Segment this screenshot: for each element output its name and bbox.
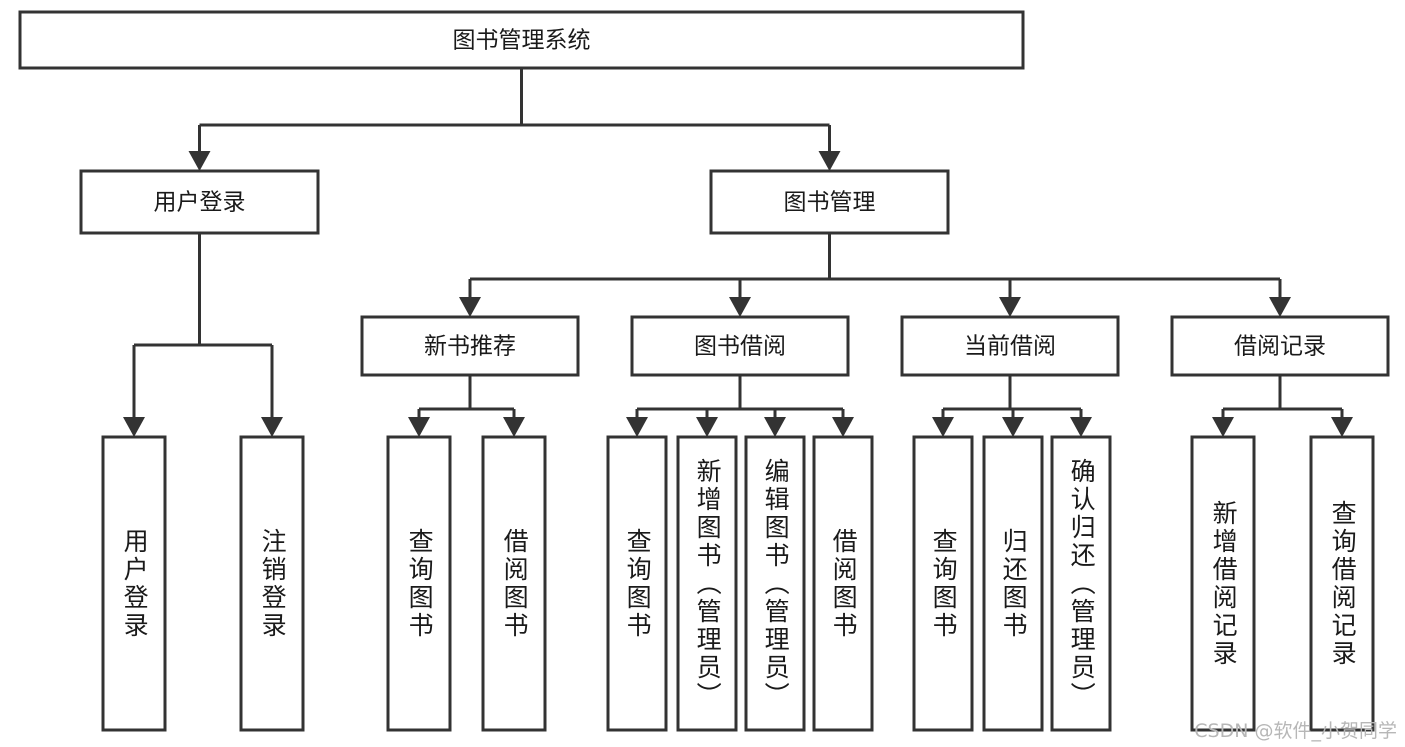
node-user-login[interactable]: 用户登录 [79,169,320,235]
leaf-leaf-borrow-book-2-rect [812,435,874,732]
node-book-manage[interactable]: 图书管理 [709,169,950,235]
edge-arrowhead [459,297,481,317]
leaf-leaf-logout[interactable] [239,435,305,732]
node-current-borrow-rect [900,315,1120,377]
node-borrow-record-rect [1170,315,1390,377]
node-book-borrow-rect [630,315,850,377]
leaf-leaf-logout-rect [239,435,305,732]
node-new-book-recommend[interactable]: 新书推荐 [360,315,580,377]
edge-arrowhead [261,417,283,437]
node-borrow-record[interactable]: 借阅记录 [1170,315,1390,377]
node-user-login-rect [79,169,320,235]
node-current-borrow[interactable]: 当前借阅 [900,315,1120,377]
node-current-borrow-label: 当前借阅 [964,334,1056,360]
edge-arrowhead [1331,417,1353,437]
leaf-leaf-add-borrow-record-rect [1190,435,1256,732]
edge-arrowhead [696,417,718,437]
leaf-leaf-query-book-3-rect [912,435,974,732]
edge-arrowhead [408,417,430,437]
node-book-manage-rect [709,169,950,235]
node-root[interactable]: 图书管理系统 [18,10,1025,70]
edge-arrowhead [729,297,751,317]
node-root-rect [18,10,1025,70]
node-new-book-recommend-rect [360,315,580,377]
leaf-leaf-query-borrow-record-rect [1309,435,1375,732]
leaf-leaf-query-book-1[interactable] [386,435,452,732]
edge-arrowhead [626,417,648,437]
leaf-leaf-query-book-2[interactable] [606,435,668,732]
leaf-leaf-query-borrow-record[interactable] [1309,435,1375,732]
edge-arrowhead [1002,417,1024,437]
watermark: CSDN @软件_小贺同学 [1194,720,1397,742]
edge-arrowhead [503,417,525,437]
node-borrow-record-label: 借阅记录 [1234,334,1326,360]
leaf-leaf-confirm-return-admin-rect [1050,435,1112,732]
node-user-login-label: 用户登录 [154,190,246,216]
node-book-manage-label: 图书管理 [784,190,876,216]
edge-arrowhead [1269,297,1291,317]
leaf-leaf-edit-book-admin-rect [744,435,806,732]
edge-arrowhead [932,417,954,437]
leaf-leaf-user-login[interactable] [101,435,167,732]
edge-arrowhead [1212,417,1234,437]
node-root-label: 图书管理系统 [453,28,591,54]
edge-arrowhead [188,151,211,171]
leaf-leaf-add-book-admin[interactable] [676,435,738,732]
edge-arrowhead [123,417,145,437]
edges-layer [123,68,1353,437]
leaf-leaf-confirm-return-admin[interactable] [1050,435,1112,732]
edge-arrowhead [1070,417,1092,437]
node-new-book-recommend-label: 新书推荐 [424,334,516,360]
leaf-leaf-add-borrow-record[interactable] [1190,435,1256,732]
leaf-leaf-user-login-rect [101,435,167,732]
edge-arrowhead [999,297,1021,317]
leaf-leaf-query-book-2-rect [606,435,668,732]
edge-arrowhead [764,417,786,437]
edge-arrowhead [818,151,841,171]
node-book-borrow[interactable]: 图书借阅 [630,315,850,377]
leaf-leaf-borrow-book-2[interactable] [812,435,874,732]
leaf-leaf-return-book[interactable] [982,435,1044,732]
leaf-leaf-return-book-rect [982,435,1044,732]
leaf-leaf-borrow-book-1[interactable] [481,435,547,732]
leaf-leaf-query-book-1-rect [386,435,452,732]
leaf-leaf-edit-book-admin[interactable] [744,435,806,732]
leaf-leaf-borrow-book-1-rect [481,435,547,732]
leaf-leaf-add-book-admin-rect [676,435,738,732]
leaf-leaf-query-book-3[interactable] [912,435,974,732]
edge-arrowhead [832,417,854,437]
node-book-borrow-label: 图书借阅 [694,334,786,360]
